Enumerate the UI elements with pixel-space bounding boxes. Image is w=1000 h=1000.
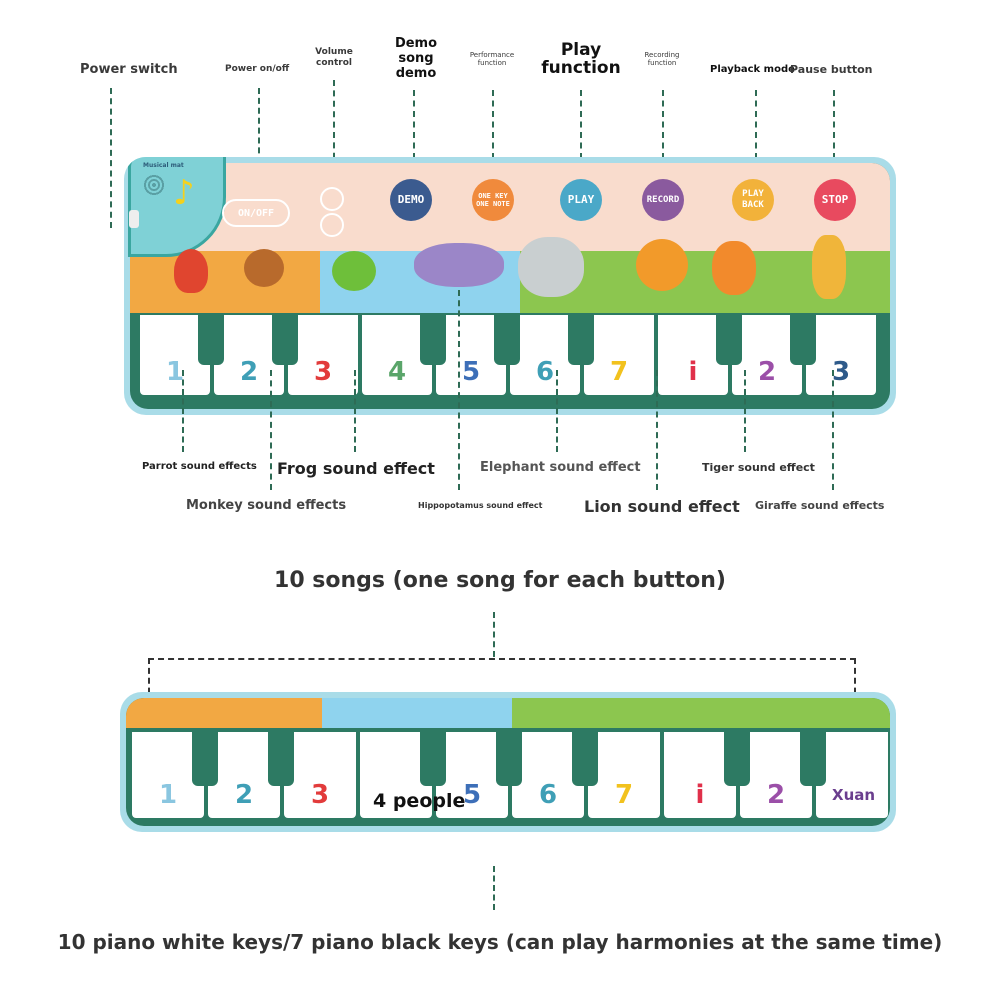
stop-button[interactable]: STOP [814,179,856,221]
performance-leader [492,90,494,180]
lion-label: Lion sound effect [584,497,740,516]
play-leader [580,90,582,180]
giraffe-leader [832,370,834,490]
black-key[interactable] [790,313,816,365]
key-5[interactable]: 5 [461,357,481,387]
black-key[interactable] [268,728,294,786]
demo-button[interactable]: DEMO [390,179,432,221]
songs-leader [493,612,495,657]
tiger-leader [744,370,746,452]
playback-mode-label: Playback mode [710,64,795,75]
one-key-button[interactable]: ONE KEY ONE NOTE [472,179,514,221]
recording-function-label: Recording function [644,51,680,67]
key-3-bottom[interactable]: 3 [310,780,330,810]
tiger-label: Tiger sound effect [702,461,815,474]
pause-leader [833,90,835,180]
power-onoff-leader [258,88,260,193]
monkey-label: Monkey sound effects [186,498,347,513]
volume-leader [333,80,335,190]
black-key[interactable] [192,728,218,786]
pause-button-label: Pause button [790,63,873,76]
black-key[interactable] [496,728,522,786]
giraffe-icon[interactable] [812,235,846,299]
volume-control-label: Volume control [315,47,353,68]
key-4[interactable]: 4 [387,357,407,387]
keys-summary: 10 piano white keys/7 piano black keys (… [57,930,943,954]
parrot-leader [182,370,184,452]
hippo-icon[interactable] [414,243,504,287]
people-label: 4 people [373,790,466,812]
black-key[interactable] [420,728,446,786]
monkey-icon[interactable] [244,249,284,287]
black-key[interactable] [198,313,224,365]
black-key[interactable] [716,313,742,365]
key-8[interactable]: i [688,357,698,387]
onoff-button[interactable]: ON/OFF [222,199,290,227]
black-key[interactable] [724,728,750,786]
play-function-label: Play function [541,40,621,78]
demo-leader [413,90,415,180]
power-switch[interactable] [129,210,139,228]
key-1[interactable]: 1 [165,357,185,387]
power-switch-leader [110,88,112,228]
black-key[interactable] [420,313,446,365]
volume-down-icon[interactable] [320,213,344,237]
key-7-bottom[interactable]: 7 [614,780,634,810]
key-3[interactable]: 3 [313,357,333,387]
black-key[interactable] [272,313,298,365]
frog-leader [354,370,356,452]
monkey-leader [270,370,272,490]
frog-label: Frog sound effect [277,459,435,478]
black-key[interactable] [800,728,826,786]
playback-leader [755,90,757,180]
keys-leader [493,866,495,910]
elephant-label: Elephant sound effect [480,460,641,475]
songs-heading: 10 songs (one song for each button) [274,568,726,593]
elephant-leader [556,370,558,452]
hippo-label: Hippopotamus sound effect [418,501,543,510]
key-5-bottom[interactable]: 5 [462,780,482,810]
demo-song-label: Demo song demo [394,36,438,81]
key-9-bottom[interactable]: 2 [766,780,786,810]
giraffe-label: Giraffe sound effects [755,499,885,512]
play-button[interactable]: PLAY [560,179,602,221]
parrot-label: Parrot sound effects [142,461,257,472]
black-key[interactable] [572,728,598,786]
black-key[interactable] [494,313,520,365]
record-button[interactable]: RECORD [642,179,684,221]
lion-leader [656,370,658,490]
key-9[interactable]: 2 [757,357,777,387]
key-2[interactable]: 2 [239,357,259,387]
key-8-bottom[interactable]: i [695,780,705,810]
playback-button[interactable]: PLAY BACK [732,179,774,221]
power-onoff-label: Power on/off [225,64,290,74]
black-key[interactable] [568,313,594,365]
speaker-icon [143,174,165,196]
power-switch-label: Power switch [80,62,178,77]
key-6-bottom[interactable]: 6 [538,780,558,810]
lion-icon[interactable] [636,239,688,291]
music-note-icon: ♪ [173,173,195,213]
control-panel: Musical mat ♪ [128,157,226,257]
key-1-bottom[interactable]: 1 [158,780,178,810]
frog-icon[interactable] [332,251,376,291]
panel-title: Musical mat [143,162,184,169]
performance-function-label: Performance function [469,51,515,67]
tiger-icon[interactable] [712,241,756,295]
bottom-mat: 1 2 3 5 6 7 i 2 [120,692,896,832]
key-10[interactable]: 3 [831,357,851,387]
hippo-leader [458,290,460,490]
parrot-icon[interactable] [174,249,208,293]
elephant-icon[interactable] [518,237,584,297]
key-2-bottom[interactable]: 2 [234,780,254,810]
xuan-label: Xuan [832,786,876,804]
top-mat: 1 2 3 4 5 6 7 i 2 3 Musical mat ♪ ON/OFF… [124,157,896,415]
record-leader [662,90,664,180]
key-6[interactable]: 6 [535,357,555,387]
volume-up-icon[interactable] [320,187,344,211]
key-7[interactable]: 7 [609,357,629,387]
